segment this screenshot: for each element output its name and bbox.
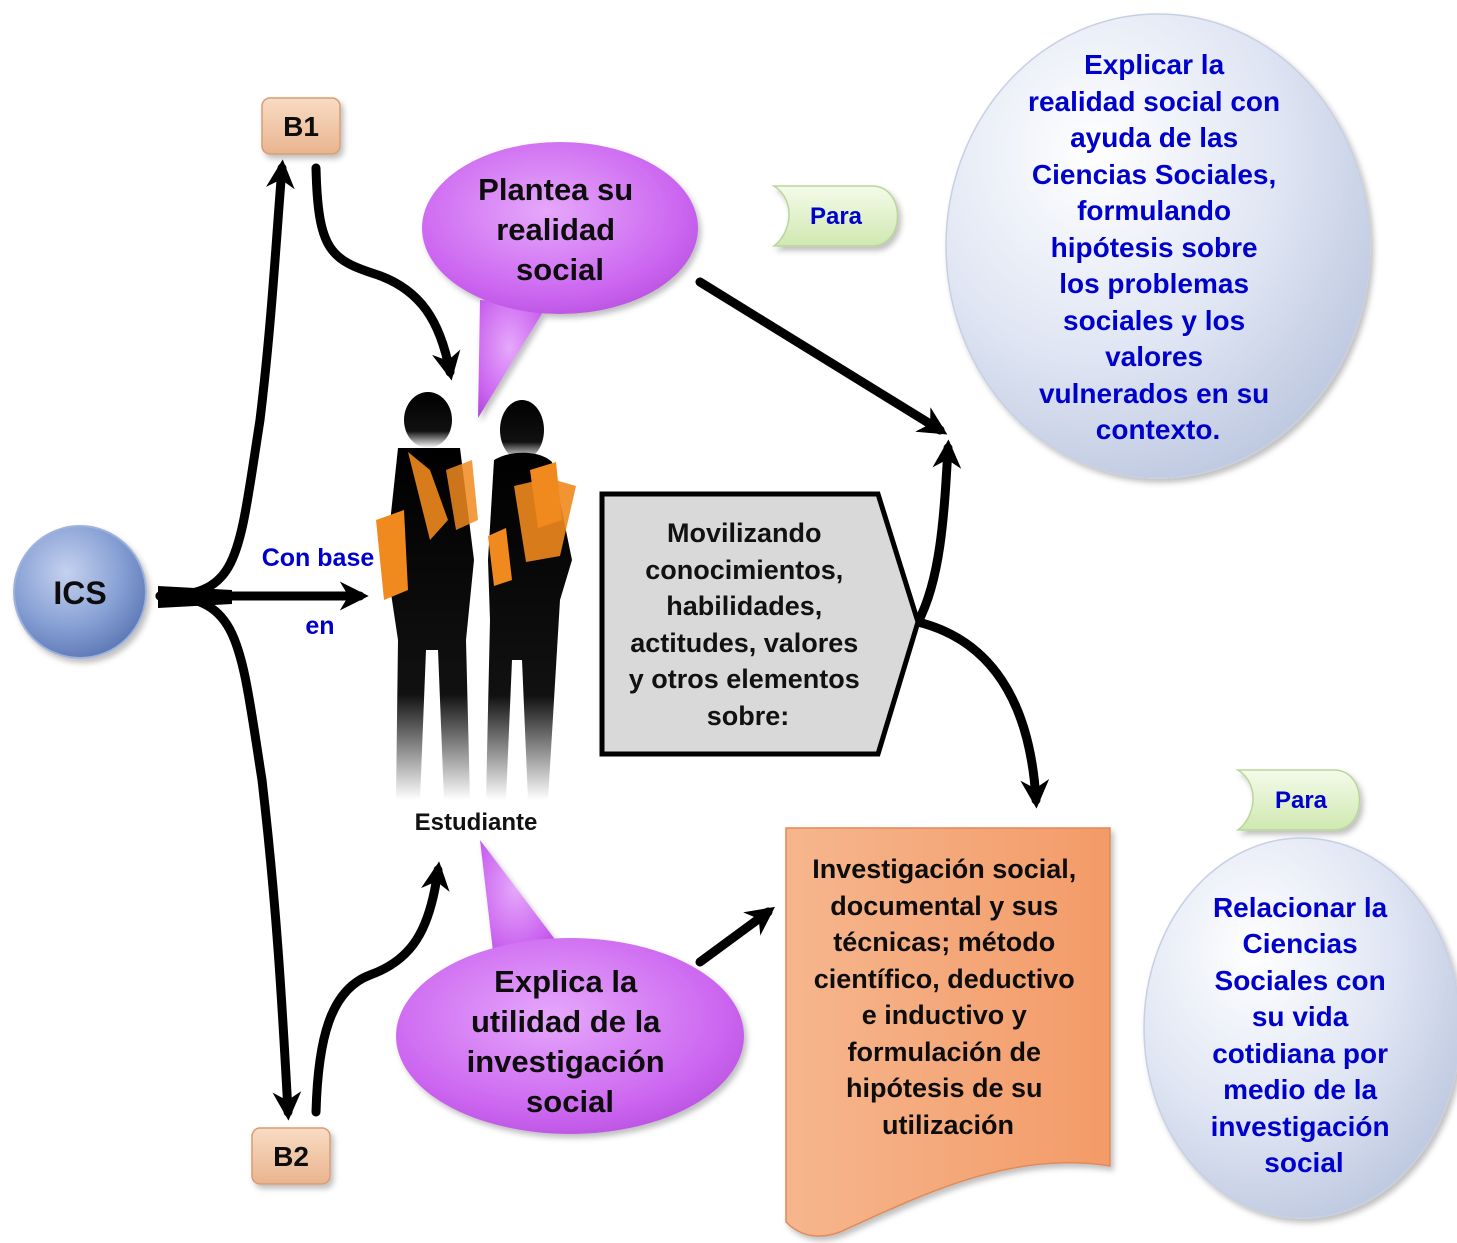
goal-bottom-line: Relacionar la	[1213, 892, 1388, 923]
document-line: hipótesis de su	[846, 1073, 1043, 1103]
movilizando-line: actitudes, valores	[630, 628, 858, 658]
document-line: científico, deductivo	[814, 964, 1075, 994]
student-silhouettes-icon	[376, 392, 576, 800]
movilizando-node: Movilizando conocimientos, habilidades, …	[599, 491, 921, 757]
movilizando-line: y otros elementos	[629, 664, 860, 694]
document-line: formulación de	[847, 1037, 1041, 1067]
para-tag-bottom: Para	[1235, 769, 1361, 831]
arrow-b1-to-student	[311, 163, 461, 381]
para-tag-top: Para	[771, 185, 899, 247]
arrow-b2-to-student	[311, 861, 450, 1117]
b1-label: B1	[283, 111, 319, 142]
student-label: Estudiante	[415, 809, 538, 836]
bubble-top-line: realidad	[496, 212, 615, 247]
svg-text:Explica la utilidad de l: Explica la utilidad de la investigación …	[467, 964, 674, 1119]
goal-top-line: sociales y los	[1063, 305, 1245, 336]
goal-bottom-line: Ciencias	[1243, 928, 1358, 959]
bubble-bottom-line: utilidad de la	[471, 1004, 661, 1039]
goal-top-line: Explicar la	[1084, 49, 1225, 80]
svg-text:Relacionar la Ciencias: Relacionar la Ciencias Sociales con su v…	[1211, 892, 1398, 1178]
goal-bottom-line: Sociales con	[1215, 965, 1386, 996]
goal-bottom-node: Relacionar la Ciencias Sociales con su v…	[1143, 837, 1457, 1219]
goal-top-line: contexto.	[1096, 414, 1220, 445]
con-base-label: Con base	[262, 544, 375, 572]
goal-bottom-line: su vida	[1252, 1001, 1349, 1032]
bubble-explica: Explica la utilidad de la investigación …	[396, 840, 744, 1134]
en-label: en	[305, 612, 334, 640]
ics-label: ICS	[53, 575, 106, 611]
goal-top-line: ayuda de las	[1070, 122, 1238, 153]
arrow-movilizando-to-goal	[913, 439, 962, 627]
bubble-bottom-line: Explica la	[494, 964, 638, 999]
svg-text:Movilizando conocimiento: Movilizando conocimientos, habilidades, …	[629, 518, 868, 731]
arrow-movilizando-to-document	[913, 617, 1050, 809]
bubble-top-line: social	[516, 252, 604, 287]
bubble-bottom-line: investigación	[467, 1044, 665, 1079]
ics-node: ICS	[13, 525, 147, 659]
bubble-top-line: Plantea su	[478, 172, 633, 207]
movilizando-line: conocimientos,	[645, 555, 843, 585]
svg-text:Plantea su realidad: Plantea su realidad social	[478, 172, 642, 287]
document-line: documental y sus	[830, 891, 1058, 921]
goal-top-line: formulando	[1077, 195, 1231, 226]
arrow-bubble-to-goal	[695, 277, 948, 435]
b2-node: B2	[251, 1127, 331, 1185]
svg-text:Explicar la realidad soc: Explicar la realidad social con ayuda de…	[1028, 49, 1288, 445]
movilizando-line: habilidades,	[666, 591, 822, 621]
b2-label: B2	[273, 1141, 309, 1172]
arrow-ics-to-b2	[155, 591, 302, 1121]
ics-connector-wedge	[158, 586, 232, 608]
goal-bottom-line: cotidiana por	[1212, 1038, 1388, 1069]
goal-top-line: hipótesis sobre	[1051, 232, 1258, 263]
arrow-bubble-to-document	[695, 906, 775, 967]
bubble-bottom-line: social	[526, 1084, 614, 1119]
goal-bottom-line: social	[1264, 1147, 1343, 1178]
goal-top-line: valores	[1105, 341, 1203, 372]
document-line: Investigación social,	[812, 854, 1076, 884]
para-top-label: Para	[810, 203, 863, 230]
b1-node: B1	[261, 97, 341, 155]
goal-top-line: Ciencias Sociales,	[1032, 159, 1276, 190]
svg-text:Investigación social, do: Investigación social, documental y sus t…	[812, 854, 1084, 1140]
document-line: e inductivo y	[862, 1000, 1027, 1030]
movilizando-line: Movilizando	[667, 518, 822, 548]
goal-bottom-line: investigación	[1211, 1111, 1390, 1142]
arrow-ics-to-b1	[155, 159, 295, 601]
bubble-plantea: Plantea su realidad social	[422, 142, 698, 418]
document-line: utilización	[882, 1110, 1014, 1140]
document-line: técnicas; método	[833, 927, 1055, 957]
goal-bottom-line: medio de la	[1223, 1074, 1377, 1105]
document-node: Investigación social, documental y sus t…	[785, 827, 1111, 1237]
goal-top-node: Explicar la realidad social con ayuda de…	[945, 13, 1371, 479]
para-bottom-label: Para	[1275, 787, 1328, 814]
goal-top-line: los problemas	[1059, 268, 1249, 299]
goal-top-line: realidad social con	[1028, 86, 1280, 117]
goal-top-line: vulnerados en su	[1039, 378, 1269, 409]
movilizando-line: sobre:	[707, 701, 790, 731]
